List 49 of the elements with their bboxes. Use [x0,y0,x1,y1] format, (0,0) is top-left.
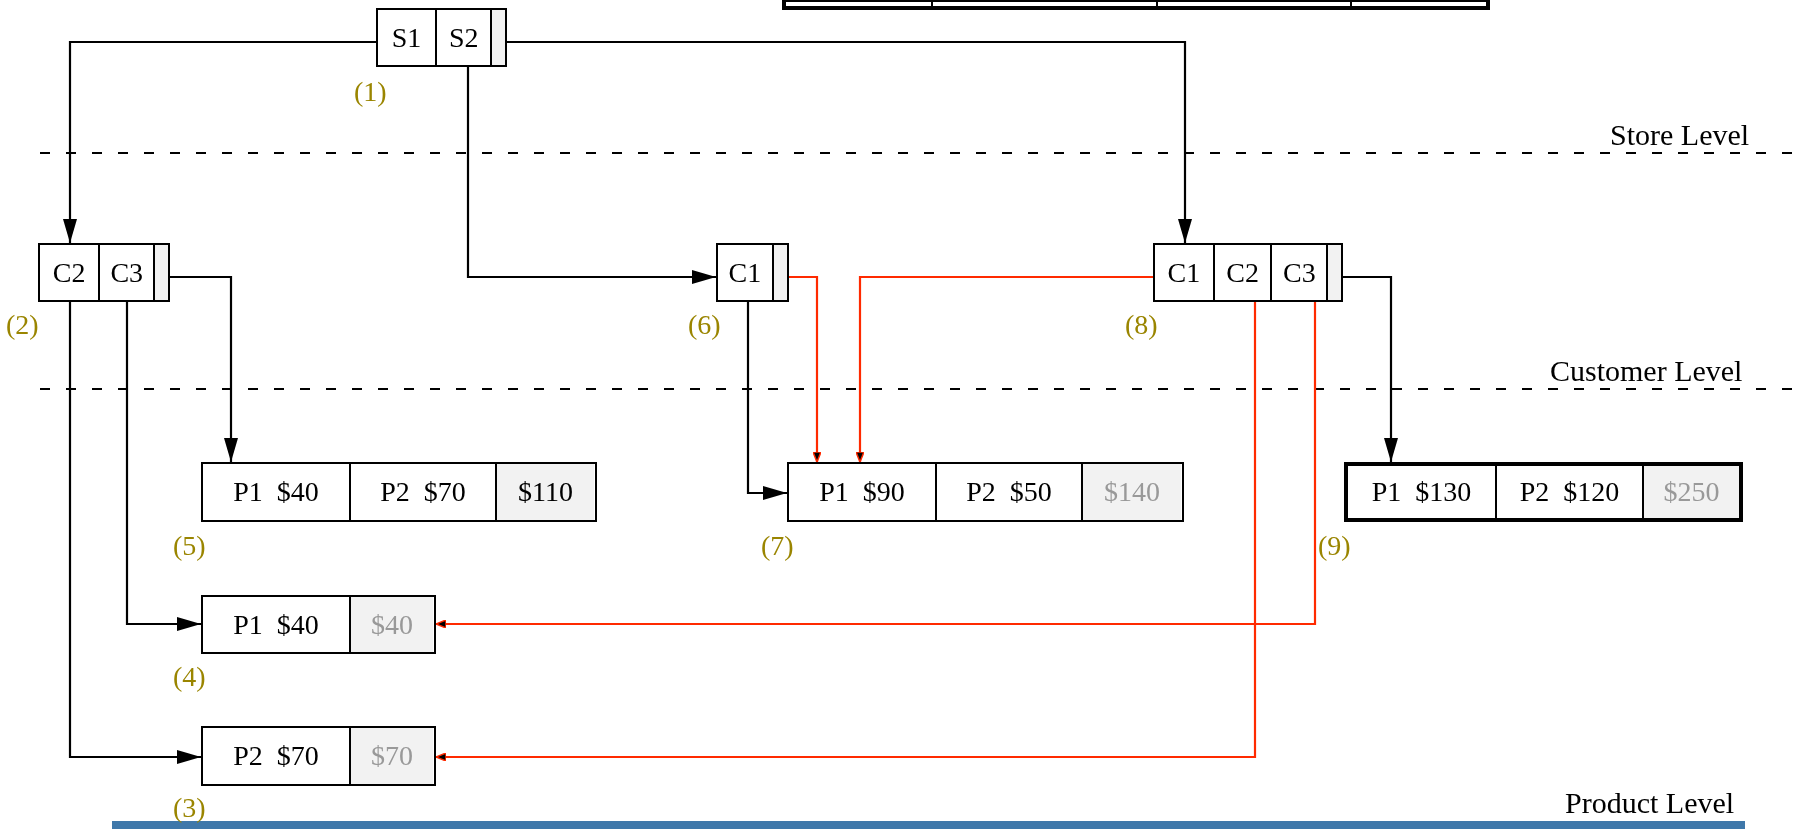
level-label: Customer Level [1550,356,1743,386]
level-label: Store Level [1610,120,1750,150]
record-field: C2 [40,245,99,300]
record-field: $70 [349,728,433,784]
node-number: (1) [354,78,387,106]
record-box [376,8,507,67]
node-number: (5) [173,532,206,560]
node-number: (9) [1318,532,1351,560]
arrow [1343,275,1398,462]
arrow [170,275,238,462]
record-field: C1 [1155,245,1213,300]
record-field: P2 $70 [203,728,349,784]
record-field: C2 [1212,245,1271,300]
record-field: P1 $40 [203,597,349,652]
arrow [435,302,1257,762]
record-field: P1 $40 [203,464,349,520]
node-number: (6) [688,311,721,339]
record-field: S1 [378,10,436,65]
record-box [716,243,789,302]
arrow [855,275,1153,463]
arrow [68,302,201,764]
record-box [201,462,597,522]
record-box [1153,243,1343,302]
record-field: C1 [718,245,772,300]
record-box [201,595,436,654]
record-box [787,462,1184,522]
record-box [782,0,1490,10]
record-field: $40 [349,597,433,652]
record-field: P1 $130 [1348,466,1495,518]
node-number: (8) [1125,311,1158,339]
node-number: (2) [6,311,39,339]
record-field: $110 [495,464,594,520]
record-field: $250 [1642,466,1739,518]
arrow [746,302,787,500]
arrow [125,302,201,631]
record-field: $140 [1081,464,1181,520]
node-number: (4) [173,663,206,691]
arrow [789,275,822,463]
record-box [201,726,436,786]
record-field: P1 $90 [789,464,935,520]
arrow [507,40,1192,243]
level-label: Product Level [1565,788,1735,818]
record-box [1344,462,1743,522]
record-box [38,243,170,302]
arrow [435,302,1317,629]
node-number: (7) [761,532,794,560]
arrow [63,40,376,243]
arrow [466,67,716,284]
node-number: (3) [173,794,206,822]
